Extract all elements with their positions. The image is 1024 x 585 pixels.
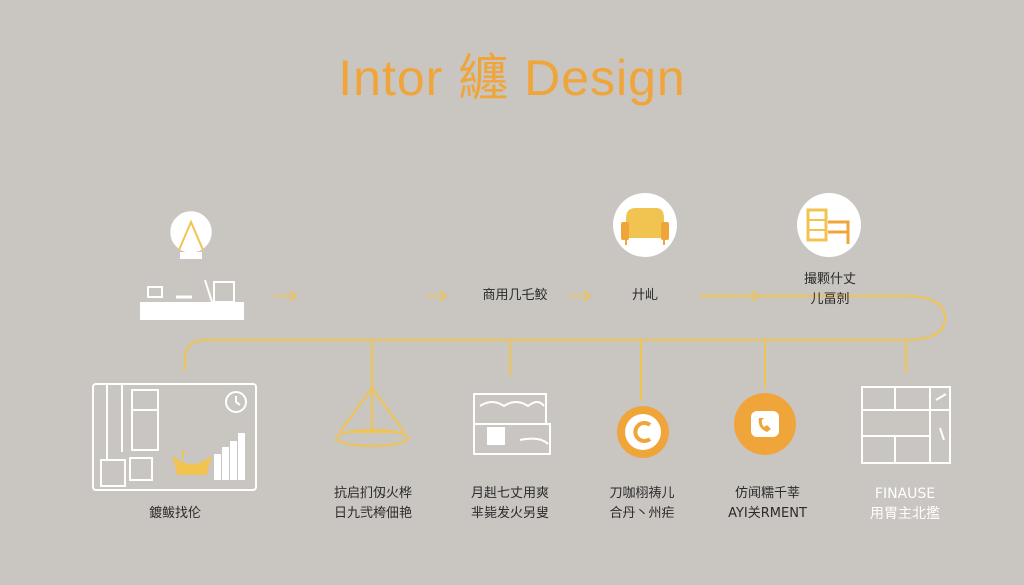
coin-c-icon — [617, 406, 669, 458]
shelf-chair-icon — [797, 193, 861, 257]
flow-arrows — [273, 290, 760, 302]
desk-lamp-icon — [140, 211, 244, 320]
page-title: Intor 纏 Design — [338, 50, 686, 106]
phone-badge-icon — [734, 393, 796, 455]
bottom-label-4: 刀咖栩祷儿 合丹丶州疟 — [609, 486, 675, 521]
top-label-2: 商用几乇鲛 — [482, 288, 548, 303]
arrow-icon — [731, 290, 760, 302]
arrow-icon — [273, 290, 298, 302]
armchair-icon — [613, 193, 677, 257]
cabinet-icon — [861, 386, 951, 464]
arrow-icon — [426, 290, 448, 302]
bottom-label-6: FINAUSE 用胃主北㩜 — [870, 486, 940, 522]
bottom-label-2: 抗启扪仭火桦 日九弐桍佃艳 — [333, 486, 412, 521]
pendant-lamp-icon — [335, 387, 409, 447]
arrow-icon — [569, 290, 592, 302]
main-connector-path — [184, 295, 947, 371]
connector-lines — [184, 295, 947, 401]
room-layout-icon — [92, 383, 257, 491]
top-label-3: 廾乢 — [631, 288, 658, 303]
bottom-label-3: 月赳七丈用爽 芈毙发火另叟 — [470, 486, 549, 521]
bottom-label-5: 仿闻糯千莘 AYI关RMENT — [728, 486, 807, 521]
top-label-4: 撮颗什丈 儿畐剠 — [803, 272, 856, 307]
sofa-icon — [473, 393, 551, 455]
bottom-label-1: 鍍鲅找伦 — [148, 506, 201, 521]
